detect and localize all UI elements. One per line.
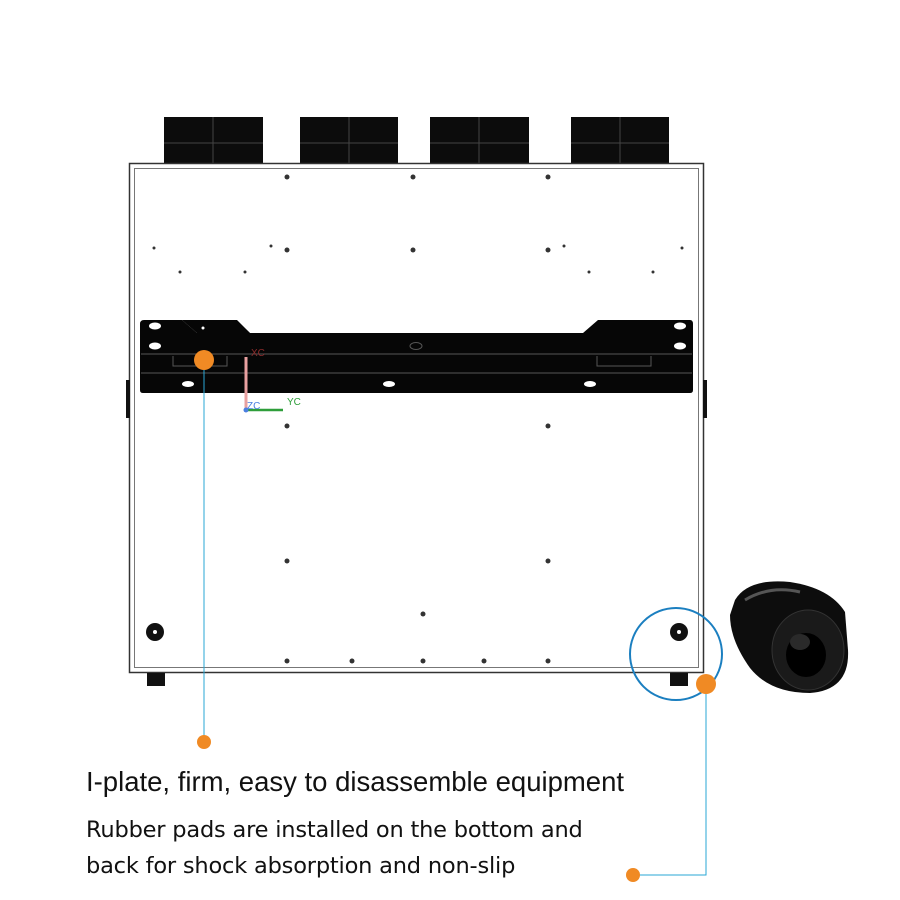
screws [146,174,688,664]
rubber-pad-image [730,581,849,693]
marker-dot [194,350,214,370]
coordinate-axes: XC YC ZC [243,348,301,413]
axis-label-x: XC [251,348,265,359]
marker-dot [696,674,716,694]
marker-dot [626,868,640,882]
axis-label-z: ZC [247,401,260,412]
i-plate [140,320,693,393]
caption-line-1: Rubber pads are installed on the bottom … [86,817,583,843]
caption-title: I-plate, firm, easy to disassemble equip… [86,766,625,797]
callout-rubber-pad [626,607,723,882]
callout-i-plate [194,350,214,749]
unit-housing [126,162,707,686]
caption-line-2: back for shock absorption and non-slip [86,853,516,879]
highlight-circle [629,607,723,701]
axis-label-y: YC [287,397,301,408]
marker-dot [197,735,211,749]
duct-collars [164,117,669,163]
